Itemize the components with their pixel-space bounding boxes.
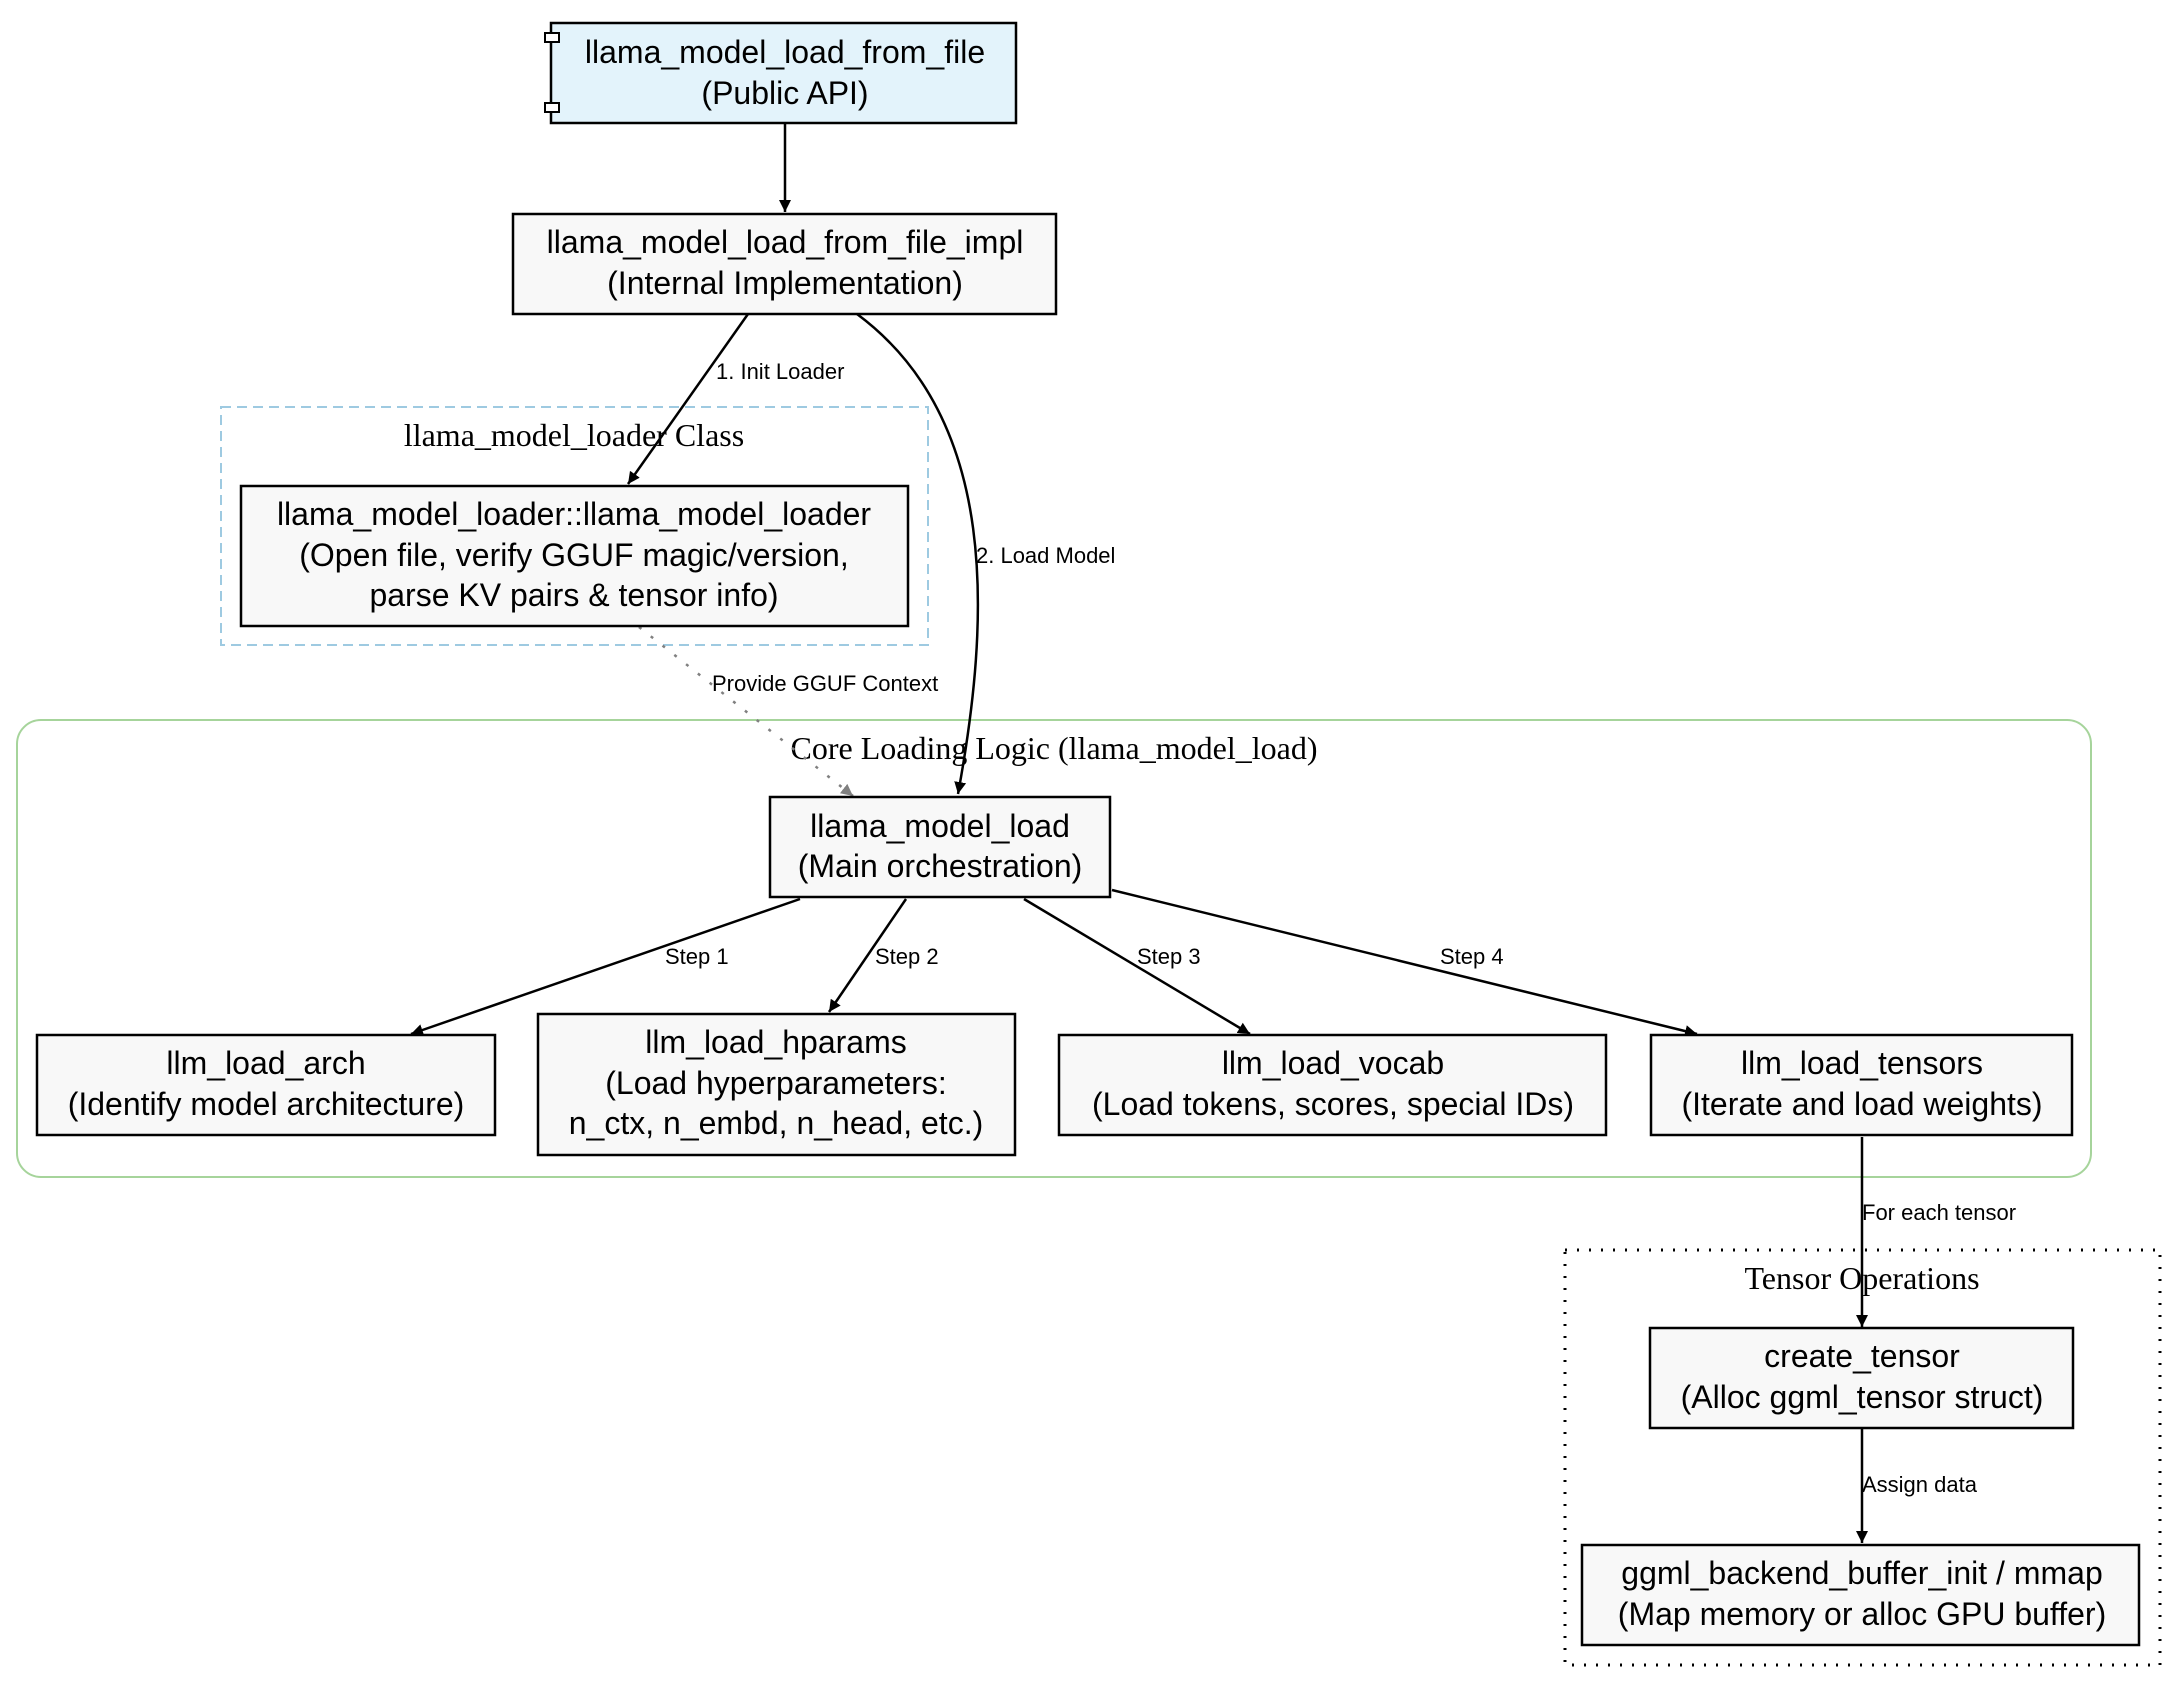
edge-step2 xyxy=(827,898,908,1013)
node-create-tensor-box xyxy=(1648,1326,2075,1430)
node-load-hparams[interactable]: llm_load_hparams (Load hyperparameters: … xyxy=(536,1012,1017,1157)
node-model-load-box xyxy=(768,795,1112,899)
core-cluster-title: Core Loading Logic (llama_model_load) xyxy=(791,730,1318,766)
node-load-vocab-title: llm_load_vocab xyxy=(1222,1045,1444,1081)
loader-cluster-border xyxy=(220,406,929,646)
edge-labels: 1. Init Loader 2. Load Model Provide GGU… xyxy=(665,359,2016,1497)
node-load-tensors[interactable]: llm_load_tensors (Iterate and load weigh… xyxy=(1649,1033,2074,1137)
node-load-vocab-desc: (Load tokens, scores, special IDs) xyxy=(1092,1086,1574,1122)
edge-provide-context xyxy=(638,626,854,797)
node-load-tensors-box xyxy=(1649,1033,2074,1137)
node-load-tensors-desc: (Iterate and load weights) xyxy=(1681,1086,2042,1122)
node-load-vocab[interactable]: llm_load_vocab (Load tokens, scores, spe… xyxy=(1057,1033,1608,1137)
node-load-hparams-box xyxy=(536,1012,1017,1157)
node-load-hparams-desc-1: (Load hyperparameters: xyxy=(605,1065,947,1101)
node-load-hparams-desc-2: n_ctx, n_embd, n_head, etc.) xyxy=(569,1105,983,1141)
edge-step4 xyxy=(1111,888,1698,1037)
node-create-tensor[interactable]: create_tensor (Alloc ggml_tensor struct) xyxy=(1648,1326,2075,1430)
label-step3: Step 3 xyxy=(1137,944,1201,969)
loader-cluster-title: llama_model_loader Class xyxy=(404,417,744,453)
node-model-load[interactable]: llama_model_load (Main orchestration) xyxy=(768,795,1112,899)
node-create-tensor-title: create_tensor xyxy=(1764,1338,1960,1374)
edge-init-loader xyxy=(626,313,750,485)
node-load-arch-desc: (Identify model architecture) xyxy=(68,1086,465,1122)
node-model-load-desc: (Main orchestration) xyxy=(798,848,1083,884)
node-load-arch-title: llm_load_arch xyxy=(166,1045,365,1081)
label-assign-data: Assign data xyxy=(1862,1472,1978,1497)
core-cluster-border xyxy=(16,719,2092,1178)
component-tab-bottom-icon xyxy=(544,102,560,113)
component-tab-top-icon xyxy=(544,32,560,43)
node-load-tensors-title: llm_load_tensors xyxy=(1741,1045,1983,1081)
node-load-vocab-box xyxy=(1057,1033,1608,1137)
node-loader-title: llama_model_loader::llama_model_loader xyxy=(277,496,871,532)
node-load-arch-box xyxy=(35,1033,497,1137)
node-impl-title: llama_model_load_from_file_impl xyxy=(547,224,1024,260)
node-model-load-title: llama_model_load xyxy=(810,808,1070,844)
core-cluster: Core Loading Logic (llama_model_load) xyxy=(16,719,2092,1178)
label-init-loader: 1. Init Loader xyxy=(716,359,844,384)
node-impl-desc: (Internal Implementation) xyxy=(607,265,963,301)
node-loader-box xyxy=(239,484,910,628)
edge-step3 xyxy=(1023,897,1251,1036)
edge-load-model xyxy=(856,312,980,795)
node-loader[interactable]: llama_model_loader::llama_model_loader (… xyxy=(239,484,910,628)
label-provide-context: Provide GGUF Context xyxy=(712,671,938,696)
node-backend-buffer-box xyxy=(1580,1543,2141,1647)
label-step2: Step 2 xyxy=(875,944,939,969)
node-public-api[interactable]: llama_model_load_from_file (Public API) xyxy=(544,21,1018,125)
node-load-arch[interactable]: llm_load_arch (Identify model architectu… xyxy=(35,1033,497,1137)
node-public-api-box xyxy=(549,21,1018,125)
node-loader-desc-1: (Open file, verify GGUF magic/version, xyxy=(299,537,848,573)
node-loader-desc-2: parse KV pairs & tensor info) xyxy=(369,577,778,613)
node-backend-buffer[interactable]: ggml_backend_buffer_init / mmap (Map mem… xyxy=(1580,1543,2141,1647)
label-load-model: 2. Load Model xyxy=(976,543,1115,568)
label-step4: Step 4 xyxy=(1440,944,1504,969)
edges xyxy=(410,124,1868,1543)
node-public-api-desc: (Public API) xyxy=(701,75,868,111)
node-public-api-title: llama_model_load_from_file xyxy=(585,34,985,70)
tensor-cluster-border xyxy=(1563,1248,2162,1667)
node-backend-buffer-desc: (Map memory or alloc GPU buffer) xyxy=(1618,1596,2106,1632)
node-impl-box xyxy=(511,212,1058,316)
node-backend-buffer-title: ggml_backend_buffer_init / mmap xyxy=(1621,1555,2102,1591)
edge-step1 xyxy=(410,897,801,1036)
node-create-tensor-desc: (Alloc ggml_tensor struct) xyxy=(1681,1379,2044,1415)
loader-cluster: llama_model_loader Class xyxy=(220,406,929,646)
label-step1: Step 1 xyxy=(665,944,729,969)
node-load-hparams-title: llm_load_hparams xyxy=(645,1024,906,1060)
label-for-each-tensor: For each tensor xyxy=(1862,1200,2016,1225)
node-impl[interactable]: llama_model_load_from_file_impl (Interna… xyxy=(511,212,1058,316)
